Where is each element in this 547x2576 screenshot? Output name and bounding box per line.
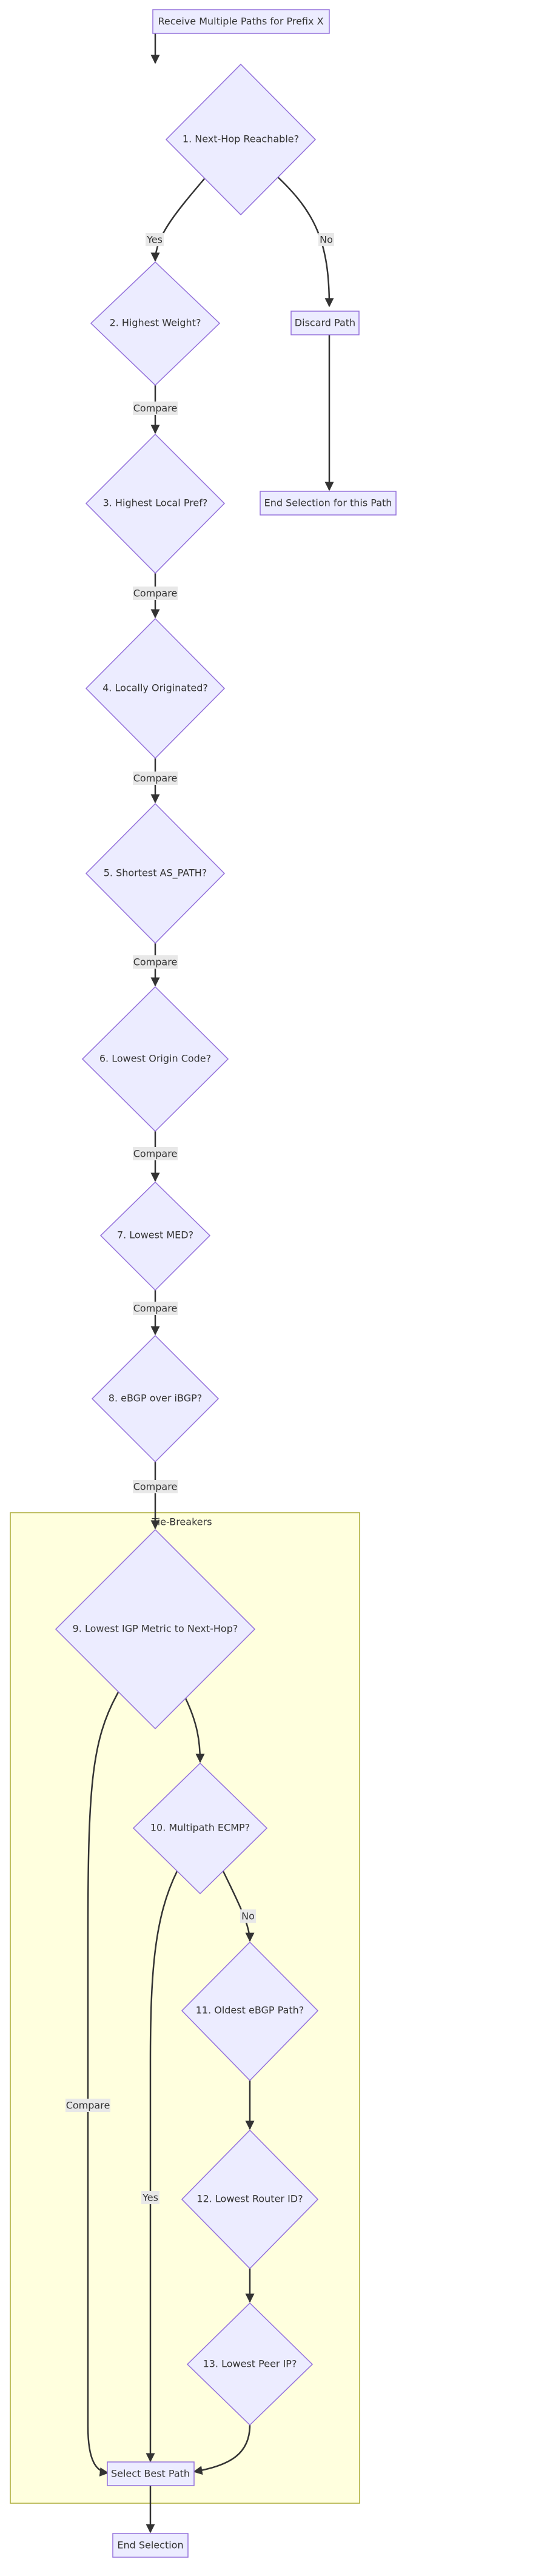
cluster-label: Tie-Breakers bbox=[151, 1516, 212, 1528]
edge-label-compare-4-5: Compare bbox=[133, 772, 178, 785]
edge-label-compare-5-6: Compare bbox=[133, 955, 178, 969]
svg-text:7. Lowest MED?: 7. Lowest MED? bbox=[117, 1229, 193, 1241]
svg-text:Compare: Compare bbox=[133, 1481, 178, 1493]
edge-label-compare-7-8: Compare bbox=[133, 1302, 178, 1315]
edge-label-compare-8-9: Compare bbox=[133, 1480, 178, 1493]
svg-text:Discard Path: Discard Path bbox=[295, 317, 355, 329]
svg-text:13. Lowest Peer IP?: 13. Lowest Peer IP? bbox=[203, 2358, 297, 2370]
svg-text:Compare: Compare bbox=[133, 773, 178, 784]
svg-text:3. Highest Local Pref?: 3. Highest Local Pref? bbox=[103, 497, 208, 509]
svg-text:End Selection for this Path: End Selection for this Path bbox=[264, 497, 392, 509]
edge-label-compare-2-3: Compare bbox=[133, 402, 178, 415]
svg-text:1. Next-Hop Reachable?: 1. Next-Hop Reachable? bbox=[183, 133, 299, 145]
node-n13-diamond: 13. Lowest Peer IP? bbox=[186, 2302, 314, 2426]
svg-text:2. Highest Weight?: 2. Highest Weight? bbox=[110, 317, 201, 329]
edge-n13-select bbox=[193, 2424, 251, 2475]
edge-label-no-10-11: No bbox=[240, 1909, 256, 1923]
edge-label-compare-6-7: Compare bbox=[133, 1147, 178, 1160]
edge-n9-n10 bbox=[184, 1698, 205, 1763]
svg-text:Compare: Compare bbox=[133, 1148, 178, 1160]
svg-text:No: No bbox=[320, 234, 333, 246]
node-n1-diamond: 1. Next-Hop Reachable? bbox=[165, 63, 317, 216]
edge-label-no-1: No bbox=[318, 233, 334, 246]
node-n5-diamond: 5. Shortest AS_PATH? bbox=[85, 802, 226, 944]
svg-text:6. Lowest Origin Code?: 6. Lowest Origin Code? bbox=[99, 1053, 211, 1064]
node-select: Select Best Path bbox=[107, 2461, 195, 2486]
svg-text:11. Oldest eBGP Path?: 11. Oldest eBGP Path? bbox=[196, 2005, 304, 2016]
edge-label-compare-3-4: Compare bbox=[133, 587, 178, 600]
svg-text:Yes: Yes bbox=[146, 234, 163, 246]
node-n4-diamond: 4. Locally Originated? bbox=[85, 617, 226, 759]
node-discard: Discard Path bbox=[290, 311, 360, 335]
edge-n1-discard bbox=[276, 175, 334, 308]
edge-label-yes-10-select: Yes bbox=[141, 2191, 159, 2204]
node-n12-diamond: 12. Lowest Router ID? bbox=[181, 2129, 319, 2270]
node-end: End Selection bbox=[112, 2533, 189, 2558]
edge-label-yes-1: Yes bbox=[146, 233, 164, 246]
svg-text:End Selection: End Selection bbox=[117, 2540, 183, 2551]
nodes: Receive Multiple Paths for Prefix X 1. N… bbox=[55, 9, 397, 2558]
svg-text:Select Best Path: Select Best Path bbox=[111, 2468, 190, 2480]
node-n8-diamond: 8. eBGP over iBGP? bbox=[91, 1334, 220, 1463]
edge-label-compare-9-select: Compare bbox=[65, 2099, 110, 2112]
svg-text:Yes: Yes bbox=[142, 2192, 158, 2204]
node-n2-diamond: 2. Highest Weight? bbox=[90, 261, 221, 386]
node-start: Receive Multiple Paths for Prefix X bbox=[152, 9, 330, 34]
edge-n10-select bbox=[146, 1871, 178, 2463]
node-n10-diamond: 10. Multipath ECMP? bbox=[132, 1762, 268, 1895]
svg-text:9. Lowest IGP Metric to Next-H: 9. Lowest IGP Metric to Next-Hop? bbox=[73, 1623, 238, 1635]
svg-text:8. eBGP over iBGP?: 8. eBGP over iBGP? bbox=[109, 1393, 202, 1404]
svg-text:4. Locally Originated?: 4. Locally Originated? bbox=[102, 682, 208, 694]
svg-text:Compare: Compare bbox=[133, 403, 178, 414]
node-n3-diamond: 3. Highest Local Pref? bbox=[85, 433, 226, 574]
svg-text:Compare: Compare bbox=[133, 1303, 178, 1314]
svg-text:5. Shortest AS_PATH?: 5. Shortest AS_PATH? bbox=[104, 867, 207, 879]
svg-text:Receive Multiple Paths for Pre: Receive Multiple Paths for Prefix X bbox=[158, 16, 323, 27]
svg-text:No: No bbox=[241, 1911, 255, 1922]
node-n7-diamond: 7. Lowest MED? bbox=[99, 1181, 211, 1291]
node-n9-diamond: 9. Lowest IGP Metric to Next-Hop? bbox=[55, 1528, 256, 1730]
edge-n9-select bbox=[87, 1692, 119, 2477]
svg-text:Compare: Compare bbox=[133, 588, 178, 599]
edge-labels: Yes No Compare Compare Compare Compare C… bbox=[65, 233, 334, 2204]
edge-n1-n2 bbox=[150, 175, 207, 262]
svg-text:12. Lowest Router ID?: 12. Lowest Router ID? bbox=[196, 2193, 303, 2205]
svg-text:Compare: Compare bbox=[133, 957, 178, 968]
node-n6-diamond: 6. Lowest Origin Code? bbox=[81, 986, 229, 1132]
svg-text:Compare: Compare bbox=[66, 2100, 110, 2111]
node-end-path: End Selection for this Path bbox=[260, 491, 397, 516]
svg-text:10. Multipath ECMP?: 10. Multipath ECMP? bbox=[150, 1822, 250, 1834]
node-n11-diamond: 11. Oldest eBGP Path? bbox=[181, 1941, 319, 2082]
